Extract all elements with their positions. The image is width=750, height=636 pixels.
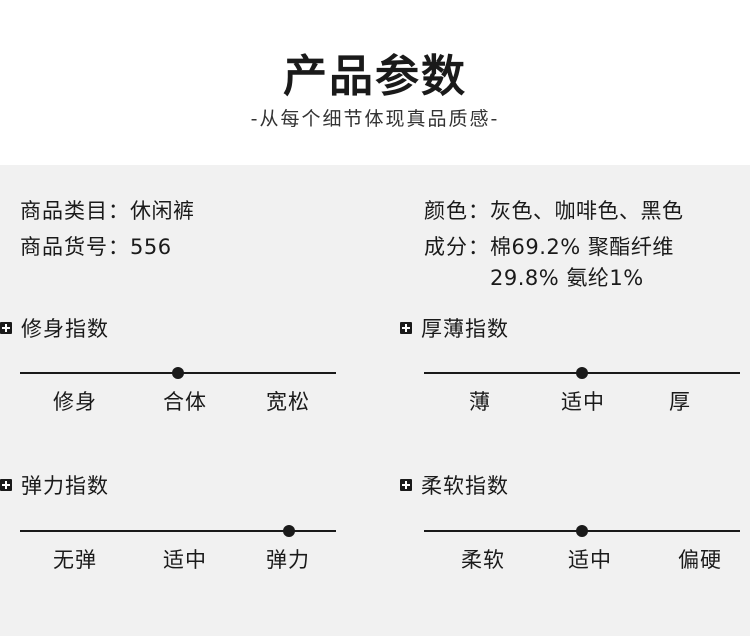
info-sku: 商品货号：556 [20,230,172,264]
scale-softness-track [424,525,740,537]
composition-line2: 29.8% 氨纶1% [490,266,644,290]
scale-thickness-label-low: 薄 [469,390,491,414]
scale-softness-label-low: 柔软 [461,548,505,572]
scale-softness-title-text: 柔软指数 [421,474,509,498]
scale-elasticity-marker [282,525,295,537]
scale-elasticity-title: 弹力指数 [0,470,109,500]
page-title: 产品参数 [283,51,467,102]
scale-elasticity-label-mid: 适中 [163,548,207,572]
scale-fit-title: 修身指数 [0,313,109,343]
plus-icon [0,479,12,491]
info-color: 颜色：灰色、咖啡色、黑色 [424,194,684,228]
sku-label: 商品货号： [20,235,130,259]
scale-fit-track [20,367,336,379]
color-label: 颜色： [424,199,490,223]
plus-icon [0,322,12,334]
scale-fit-title-text: 修身指数 [21,317,109,341]
color-value: 灰色、咖啡色、黑色 [490,199,684,223]
scale-thickness-label-mid: 适中 [561,390,605,414]
scale-thickness-title-text: 厚薄指数 [421,317,509,341]
parameters-panel: 商品类目：休闲裤 商品货号：556 颜色：灰色、咖啡色、黑色 成分：棉69.2%… [0,165,750,636]
category-label: 商品类目： [20,199,130,223]
scale-elasticity-label-low: 无弹 [53,548,97,572]
scale-elasticity-title-text: 弹力指数 [21,474,109,498]
sku-value: 556 [130,235,172,259]
scale-softness-label-high: 偏硬 [678,548,722,572]
scale-softness-title: 柔软指数 [400,470,509,500]
scale-softness-marker [576,525,588,537]
scale-fit-label-high: 宽松 [266,390,310,414]
scale-thickness-track [424,367,740,379]
composition-line1: 棉69.2% 聚酯纤维 [490,235,674,259]
info-composition-cont: 29.8% 氨纶1% [490,261,644,295]
scale-fit-marker [172,367,184,379]
info-category: 商品类目：休闲裤 [20,194,195,228]
info-composition: 成分：棉69.2% 聚酯纤维 [424,230,674,264]
page-subtitle: -从每个细节体现真品质感- [250,108,500,130]
scale-elasticity-track [20,525,336,537]
scale-elasticity-label-high: 弹力 [266,548,310,572]
category-value: 休闲裤 [130,199,195,223]
header: 产品参数 -从每个细节体现真品质感- [0,0,750,165]
scale-fit-label-low: 修身 [53,390,97,414]
composition-label: 成分： [424,235,490,259]
plus-icon [400,479,412,491]
scale-thickness-marker [576,367,588,379]
scale-thickness-title: 厚薄指数 [400,313,509,343]
plus-icon [400,322,412,334]
scale-softness-label-mid: 适中 [568,548,612,572]
scale-fit-label-mid: 合体 [163,390,207,414]
scale-thickness-label-high: 厚 [669,390,691,414]
